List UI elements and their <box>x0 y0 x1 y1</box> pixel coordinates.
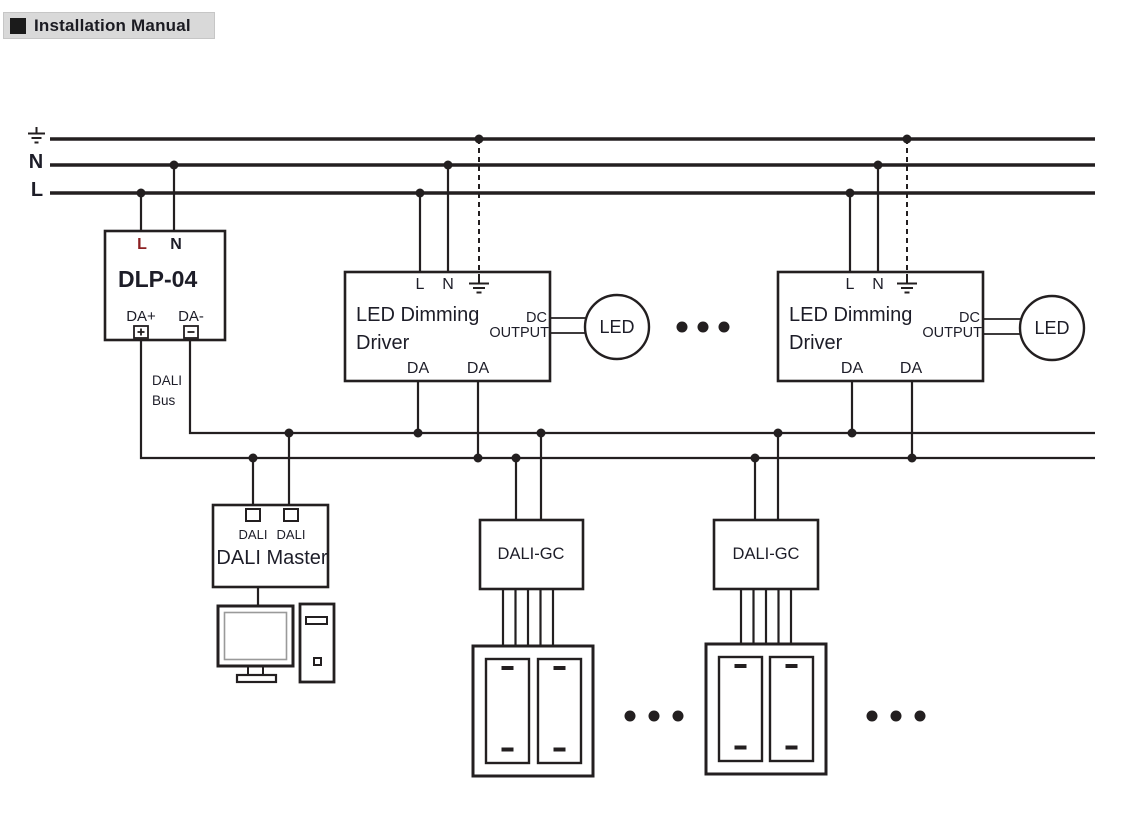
dc-output-connectors <box>550 317 1021 335</box>
rocker-marks <box>501 664 798 752</box>
monitor-base <box>235 673 278 684</box>
junction-dot <box>473 453 483 463</box>
master-port-label-2: DALI <box>276 527 306 542</box>
junction-dot <box>907 453 917 463</box>
driver2-name-line1: LED Dimming <box>789 304 913 326</box>
junction-dot <box>169 160 179 170</box>
junction-dots <box>136 134 917 463</box>
dlp04-terminal-l: L <box>137 236 147 253</box>
junction-dot <box>511 453 521 463</box>
ellipsis-icons <box>624 321 926 722</box>
dali-bus-label-2: Bus <box>152 393 176 408</box>
ellipsis-dot <box>648 710 660 722</box>
ellipsis-dot <box>718 321 730 333</box>
junction-dot <box>773 428 783 438</box>
ellipsis-dot <box>697 321 709 333</box>
section-title: Installation Manual <box>34 15 191 35</box>
rocker-switch <box>717 655 764 763</box>
driver-earth-icons <box>469 274 917 294</box>
driver2-output-label: OUTPUT <box>922 325 982 341</box>
junction-dot <box>845 188 855 198</box>
computer-icon <box>216 602 336 684</box>
dali-gc1-box <box>478 518 585 591</box>
junction-dot <box>902 134 912 144</box>
mains-lines <box>50 137 1095 195</box>
driver1-da-label-left: DA <box>406 360 430 377</box>
gc2-title: DALI-GC <box>732 545 800 563</box>
driver2-dc-label: DC <box>959 310 980 326</box>
dlp04-da-plus-label: DA+ <box>126 308 156 325</box>
monitor-screen <box>223 611 288 661</box>
driver1-box <box>343 270 552 383</box>
driver1-name-line1: LED Dimming <box>356 304 480 326</box>
tower-button <box>313 657 322 666</box>
ellipsis-dot <box>890 710 902 722</box>
dali-bus-upper <box>188 340 1095 435</box>
tower-drive-slot <box>305 616 328 625</box>
junction-dot <box>847 428 857 438</box>
driver1-terminal-l: L <box>415 276 425 293</box>
ellipsis-dot <box>676 321 688 333</box>
dlp04-terminal-n: N <box>170 236 182 253</box>
led-loads <box>583 293 1086 362</box>
driver2-da-label-left: DA <box>840 360 864 377</box>
driver1-terminal-n: N <box>442 276 454 293</box>
dali-gc2-box <box>712 518 820 591</box>
monitor <box>216 604 295 668</box>
rocker-switch <box>484 657 531 765</box>
driver2-terminal-n: N <box>872 276 884 293</box>
ellipsis-dot <box>866 710 878 722</box>
ellipsis-dot <box>914 710 926 722</box>
junction-dot <box>750 453 760 463</box>
driver2-terminal-l: L <box>845 276 855 293</box>
driver1-da-label-right: DA <box>466 360 490 377</box>
junction-dot <box>873 160 883 170</box>
neutral-line-label: N <box>28 151 44 173</box>
led1-label: LED <box>599 317 635 337</box>
driver2-name-line2: Driver <box>789 332 843 354</box>
dlp04-da-terminals <box>133 325 199 339</box>
master-port-label-1: DALI <box>238 527 268 542</box>
led2-label: LED <box>1034 318 1070 338</box>
section-marker-icon <box>10 17 26 34</box>
junction-dot <box>284 428 294 438</box>
driver1-name-line2: Driver <box>356 332 410 354</box>
ellipsis-dot <box>624 710 636 722</box>
junction-dot <box>536 428 546 438</box>
master-title: DALI Master <box>216 547 328 569</box>
dlp04-box <box>103 229 227 342</box>
dlp04-title: DLP-04 <box>118 266 198 292</box>
junction-dot <box>415 188 425 198</box>
master-port-square-1 <box>245 508 261 522</box>
junction-dot <box>413 428 423 438</box>
dali-master-box <box>211 503 330 589</box>
junction-dot <box>136 188 146 198</box>
tower <box>298 602 336 684</box>
dlp04-da-minus-label: DA- <box>178 308 204 325</box>
gc1-title: DALI-GC <box>497 545 565 563</box>
driver1-dc-label: DC <box>526 310 547 326</box>
led1-circle <box>583 293 651 361</box>
wires <box>139 165 914 646</box>
driver2-da-label-right: DA <box>899 360 923 377</box>
rocker-switch <box>536 657 583 765</box>
ellipsis-dot <box>672 710 684 722</box>
junction-dot <box>474 134 484 144</box>
device-boxes <box>103 229 985 591</box>
master-port-square-2 <box>283 508 299 522</box>
dali-bus-label-1: DALI <box>152 373 183 388</box>
junction-dot <box>248 453 258 463</box>
live-line-label: L <box>30 179 44 201</box>
master-ports <box>245 508 299 522</box>
earth-wires <box>478 139 908 272</box>
rocker-switch <box>768 655 815 763</box>
driver1-output-label: OUTPUT <box>489 325 549 341</box>
section-header: Installation Manual <box>3 12 215 39</box>
switch-panels <box>471 642 828 778</box>
earth-ground-icon <box>28 127 45 144</box>
driver2-box <box>776 270 985 383</box>
led2-circle <box>1018 294 1086 362</box>
junction-dot <box>443 160 453 170</box>
